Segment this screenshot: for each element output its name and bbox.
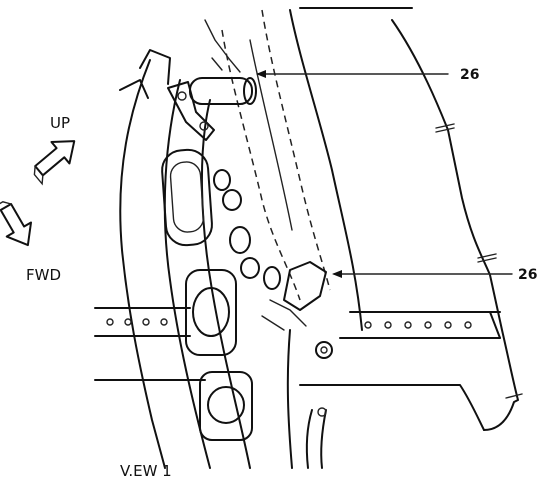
frame-cutout-3 xyxy=(199,371,253,441)
lower-stiffener-3 xyxy=(320,409,327,469)
callout-26-upper: 26 xyxy=(460,67,479,83)
up-arrow-icon xyxy=(33,140,76,186)
beam-left-fasteners xyxy=(106,318,168,326)
skin-joint-3 xyxy=(505,393,523,399)
main-frame-outer-flange xyxy=(119,59,166,469)
leader-arrow-upper xyxy=(256,70,266,78)
frame-cutout-2 xyxy=(185,269,237,356)
lower-stiffener-1 xyxy=(286,329,293,469)
upper-fitting-bolt-1 xyxy=(177,91,187,101)
frame-cutout-1 xyxy=(161,148,213,247)
top-hardware xyxy=(204,19,241,73)
skin-outer-contour xyxy=(391,19,519,431)
frame-line-inner xyxy=(249,39,293,231)
frame-line-dashed-1 xyxy=(261,9,331,291)
fwd-arrow-icon xyxy=(0,201,32,247)
frame-hole-4 xyxy=(240,257,260,279)
main-frame-web-edge xyxy=(163,79,211,469)
up-label: UP xyxy=(50,114,70,132)
upper-fitting-bolt-2 xyxy=(199,121,209,131)
lower-fitting-detail xyxy=(261,299,307,331)
top-bracket xyxy=(119,49,171,99)
frame-line-dashed-2 xyxy=(221,29,301,301)
frame-hole-1 xyxy=(213,169,231,191)
frame-hole-2 xyxy=(222,189,242,211)
lower-stiffener-bolt xyxy=(317,407,327,417)
frame-cutout-2-inner xyxy=(192,287,230,337)
main-frame-inner-flange xyxy=(200,99,251,469)
beam-right-lower xyxy=(299,384,485,431)
lower-fitting-bolt-inner xyxy=(320,346,328,354)
lower-stiffener-2 xyxy=(305,409,313,469)
leader-arrow-lower xyxy=(332,270,342,278)
skin-joint-2 xyxy=(477,253,497,263)
frame-line-outer xyxy=(289,9,363,331)
upper-fitting-end xyxy=(243,77,257,105)
lower-fitting-bolt xyxy=(315,341,333,359)
view-title: V.EW 1 xyxy=(120,462,172,480)
beam-right-end xyxy=(489,311,501,339)
fwd-label: FWD xyxy=(26,266,61,284)
callout-26-lower: 26 xyxy=(518,267,537,283)
lower-fitting-body xyxy=(283,261,327,311)
frame-hole-5 xyxy=(263,266,281,290)
frame-cutout-1-inner xyxy=(169,161,205,233)
beam-right-fasteners xyxy=(364,321,472,329)
frame-hole-3 xyxy=(229,226,251,254)
upper-fitting-bracket xyxy=(167,81,215,141)
frame-cutout-3-inner xyxy=(207,386,245,424)
skin-joint-1 xyxy=(435,123,455,133)
upper-fitting-cylinder xyxy=(189,77,253,105)
